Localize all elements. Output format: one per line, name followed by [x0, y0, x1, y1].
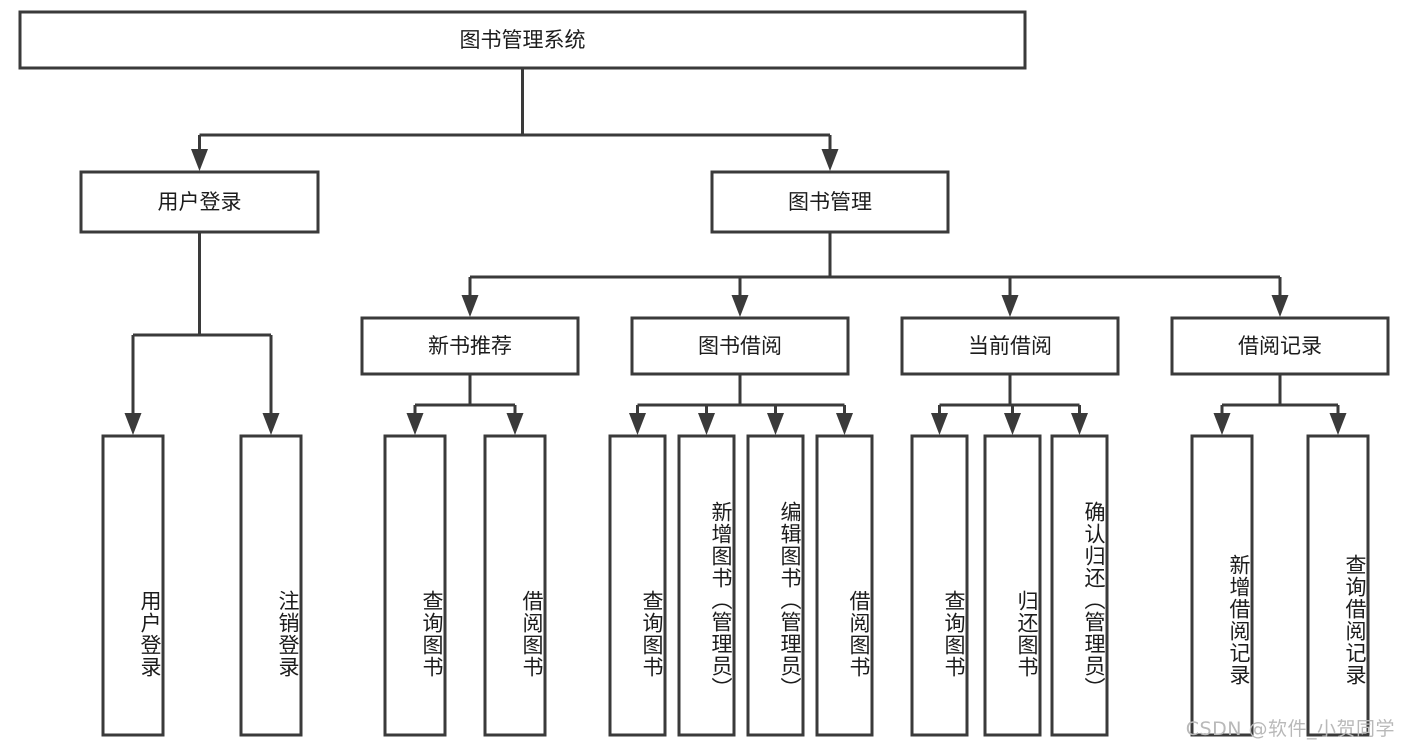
nodes-layer: [18, 10, 1390, 737]
node-box-l_cb_confirm[interactable]: [1050, 434, 1109, 737]
node-box-l_cb_return[interactable]: [983, 434, 1042, 737]
arrow-head-icon: [767, 413, 784, 435]
arrow-head-icon: [698, 413, 715, 435]
arrow-head-icon: [821, 149, 839, 171]
arrow-head-icon: [1004, 413, 1021, 435]
arrow-head-icon: [262, 413, 280, 435]
arrow-head-icon: [191, 149, 208, 171]
arrow-head-icon: [1271, 295, 1289, 317]
arrow-head-icon: [731, 295, 749, 317]
arrow-head-icon: [1071, 413, 1088, 435]
arrow-head-icon: [124, 413, 142, 435]
arrow-head-icon: [406, 413, 424, 435]
edges-layer: [124, 68, 1347, 435]
node-box-l_rc_add[interactable]: [1190, 434, 1254, 737]
node-label-n_book_mgmt: 图书管理: [788, 190, 872, 214]
arrow-head-icon: [629, 413, 646, 435]
arrow-head-icon: [461, 295, 479, 317]
node-box-l_user_login[interactable]: [101, 434, 165, 737]
arrow-head-icon: [836, 413, 853, 435]
node-box-n_user_login[interactable]: [79, 170, 320, 234]
node-box-l_bb_query[interactable]: [608, 434, 667, 737]
node-box-n_record[interactable]: [1170, 316, 1390, 376]
node-box-l_rc_query[interactable]: [1306, 434, 1370, 737]
node-box-n_book_mgmt[interactable]: [710, 170, 950, 234]
node-box-root[interactable]: [18, 10, 1027, 70]
node-box-l_nb_borrow[interactable]: [483, 434, 547, 737]
node-box-l_bb_edit[interactable]: [746, 434, 805, 737]
node-box-n_borrow[interactable]: [630, 316, 850, 376]
arrow-head-icon: [1213, 413, 1231, 435]
node-label-n_current: 当前借阅: [968, 334, 1052, 358]
node-label-n_borrow: 图书借阅: [698, 334, 782, 358]
arrow-head-icon: [1001, 295, 1019, 317]
watermark: CSDN @软件_小贺同学: [1185, 718, 1395, 740]
node-box-n_new_book[interactable]: [360, 316, 580, 376]
node-box-l_cb_query[interactable]: [910, 434, 969, 737]
node-box-l_bb_loan[interactable]: [815, 434, 874, 737]
node-box-n_current[interactable]: [900, 316, 1120, 376]
node-label-n_new_book: 新书推荐: [428, 334, 512, 358]
arrow-head-icon: [506, 413, 524, 435]
node-label-n_user_login: 用户登录: [158, 190, 242, 214]
node-box-l_user_logout[interactable]: [239, 434, 303, 737]
node-label-root: 图书管理系统: [460, 28, 586, 52]
arrow-head-icon: [931, 413, 948, 435]
node-label-n_record: 借阅记录: [1238, 334, 1322, 358]
arrow-head-icon: [1329, 413, 1347, 435]
node-box-l_nb_query[interactable]: [383, 434, 447, 737]
node-box-l_bb_add[interactable]: [677, 434, 736, 737]
